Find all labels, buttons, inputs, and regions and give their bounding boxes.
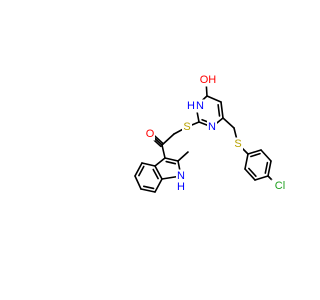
bond-b2-b3: [134, 175, 142, 190]
indole-h-label-bg: [176, 180, 186, 194]
bond-cco-ch2a: [161, 133, 175, 146]
pyrimidine-nh-label-bg: [195, 99, 205, 113]
bond-a4-a5-double: [264, 161, 269, 174]
hydroxyl-label-bg: [199, 73, 217, 87]
thioether-sulfur-label-bg: [233, 137, 243, 151]
pyrimidine-h-label-bg: [186, 99, 196, 113]
bond-b6-b1: [141, 162, 156, 167]
bond-b6-c3: [154, 157, 166, 167]
bond-a5-a6: [260, 149, 272, 162]
pyrimidine-n-label-bg: [207, 120, 217, 134]
bond-c3-c2: [164, 157, 179, 162]
bond-a4-a5: [267, 160, 272, 177]
chlorine-label: Cl: [275, 180, 285, 192]
bond-b4-b5: [154, 178, 163, 193]
keto-oxygen-label-bg: [145, 127, 155, 141]
indole-h-label: H: [177, 181, 185, 193]
bond-pc4-pc5: [206, 95, 222, 103]
thio-sulfur-label-bg: [182, 120, 192, 134]
bond-layer: [134, 79, 279, 193]
keto-oxygen-label: O: [146, 128, 155, 140]
bond-b5-b6: [154, 165, 163, 180]
bond-pc6-ch2b: [222, 117, 235, 129]
bond-a6-a1: [247, 149, 262, 155]
bond-b3-b4-double: [142, 185, 155, 190]
pyrimidine-h-label: H: [187, 100, 195, 112]
bond-c3-c2-double: [165, 160, 177, 165]
bond-c2-me: [177, 151, 189, 162]
indole-n-label-bg: [176, 169, 186, 183]
bond-a3-a4: [254, 175, 269, 181]
pyrimidine-n-label: N: [208, 121, 216, 133]
thio-sulfur-label: S: [183, 121, 190, 133]
bond-pc5-pc6: [220, 101, 224, 119]
bond-a2-a3-double: [248, 167, 257, 177]
hydroxyl-label: OH: [200, 74, 217, 86]
bond-b5-b6-double: [152, 168, 159, 180]
pyrimidine-nh-label: N: [196, 100, 204, 112]
bond-b3-b4: [140, 188, 156, 193]
bond-a2-a3: [244, 168, 256, 181]
indole-n-label: N: [177, 170, 185, 182]
thioether-sulfur-label: S: [234, 138, 241, 150]
bond-a6-a1-double: [250, 152, 261, 158]
bond-a1-a2: [244, 153, 249, 170]
bond-b1-b2-double: [138, 165, 145, 177]
bond-pc5-pc6-double: [217, 103, 221, 117]
bond-c3-cco: [161, 144, 166, 159]
chlorine-label-bg: [271, 179, 289, 193]
bond-b1-b2: [134, 162, 143, 177]
